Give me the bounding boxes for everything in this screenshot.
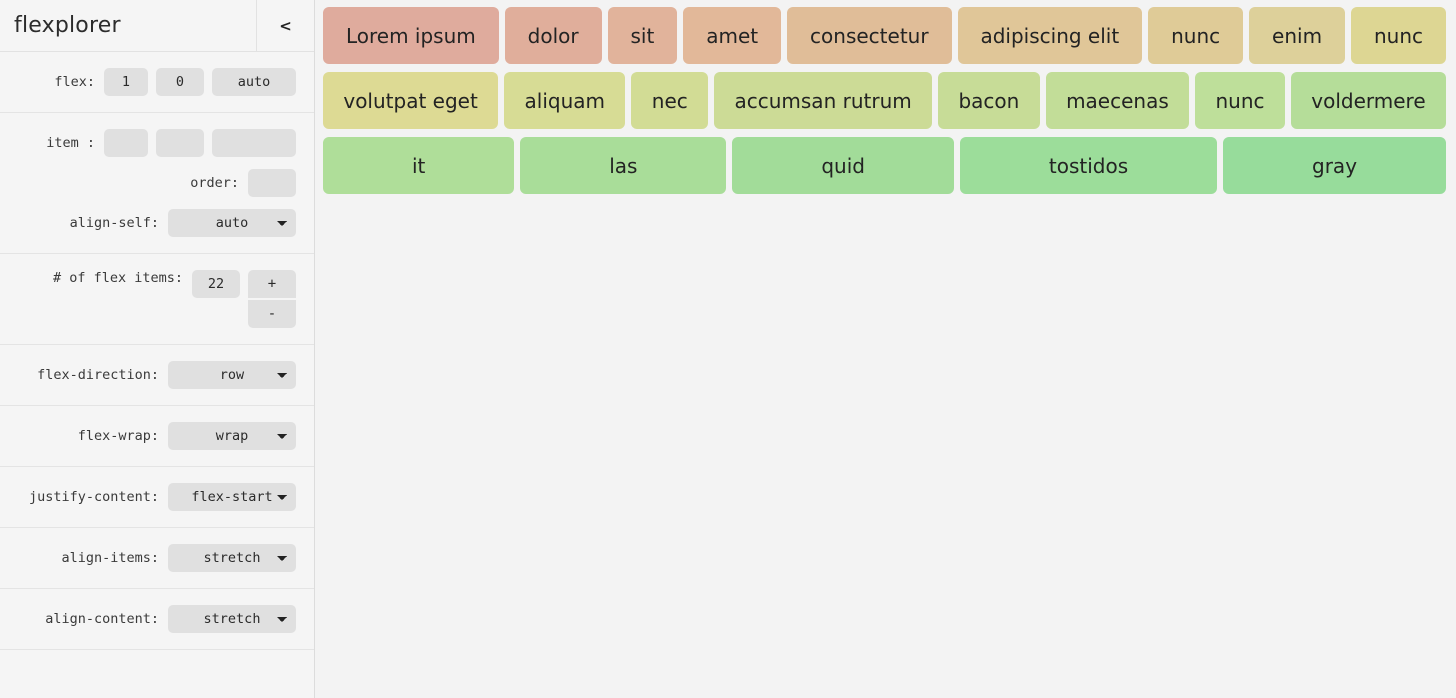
align-items-row: align-items: flex-startflex-endcenterbase… [0, 538, 314, 578]
flex-item-count-row: # of flex items: + - [0, 264, 314, 334]
order-input[interactable] [248, 169, 296, 197]
flex-item[interactable]: sit [607, 7, 678, 64]
flex-item[interactable]: Lorem ipsum [323, 7, 499, 64]
flex-item[interactable]: bacon [938, 72, 1040, 129]
flex-item-count-section: # of flex items: + - [0, 254, 314, 345]
flex-item[interactable]: tostidos [959, 137, 1218, 194]
align-content-row: align-content: flex-startflex-endcentersp… [0, 599, 314, 639]
order-label: order: [190, 175, 239, 191]
align-self-label: align-self: [69, 215, 159, 231]
flex-item[interactable]: maecenas [1045, 72, 1190, 129]
increment-items-button[interactable]: + [248, 270, 296, 298]
align-items-label: align-items: [61, 550, 159, 566]
flex-direction-select[interactable]: rowrow-reversecolumncolumn-reverse [168, 361, 296, 389]
flex-item[interactable]: consectetur [787, 7, 952, 64]
item-section: item : order: align-self: autoflex-start… [0, 113, 314, 254]
justify-content-select[interactable]: flex-startflex-endcenterspace-betweenspa… [168, 483, 296, 511]
align-content-select[interactable]: flex-startflex-endcenterspace-betweenspa… [168, 605, 296, 633]
flex-shrink-input[interactable] [156, 68, 204, 96]
flex-item[interactable]: gray [1223, 137, 1446, 194]
collapse-sidebar-button[interactable]: < [256, 0, 314, 52]
flex-direction-section: flex-direction: rowrow-reversecolumncolum… [0, 345, 314, 406]
flex-item[interactable]: dolor [504, 7, 602, 64]
justify-content-row: justify-content: flex-startflex-endcenter… [0, 477, 314, 517]
flex-item[interactable]: volutpat eget [323, 72, 499, 129]
align-content-section: align-content: flex-startflex-endcentersp… [0, 589, 314, 650]
item-basis-input[interactable] [212, 129, 296, 157]
flex-direction-row: flex-direction: rowrow-reversecolumncolum… [0, 355, 314, 395]
flex-item[interactable]: adipiscing elit [957, 7, 1143, 64]
sidebar: flexplorer < flex: item : order: [0, 0, 315, 698]
decrement-items-button[interactable]: - [248, 300, 296, 328]
flex-label: flex: [54, 74, 95, 90]
flex-item[interactable]: nunc [1148, 7, 1244, 64]
flex-shorthand-row: flex: [0, 62, 314, 102]
align-self-select[interactable]: autoflex-startflex-endcenterbaselinestre… [168, 209, 296, 237]
item-shrink-input[interactable] [156, 129, 204, 157]
flex-item[interactable]: nunc [1351, 7, 1446, 64]
justify-content-section: justify-content: flex-startflex-endcenter… [0, 467, 314, 528]
container-controls: flex-direction: rowrow-reversecolumncolum… [0, 345, 314, 650]
align-items-section: align-items: flex-startflex-endcenterbase… [0, 528, 314, 589]
flex-item-count-label: # of flex items: [52, 270, 183, 286]
flex-item[interactable]: las [520, 137, 727, 194]
flex-basis-input[interactable] [212, 68, 296, 96]
align-content-label: align-content: [45, 611, 159, 627]
justify-content-label: justify-content: [28, 489, 159, 505]
flex-direction-label: flex-direction: [37, 367, 159, 383]
flex-item[interactable]: voldermere [1290, 72, 1447, 129]
flex-item[interactable]: it [323, 137, 515, 194]
flex-item-count-stepper: + - [248, 270, 296, 328]
flex-wrap-select[interactable]: nowrapwrapwrap-reverse [168, 422, 296, 450]
order-row: order: [0, 163, 314, 203]
flex-wrap-section: flex-wrap: nowrapwrapwrap-reverse [0, 406, 314, 467]
page-title: flexplorer [14, 13, 121, 38]
flex-wrap-row: flex-wrap: nowrapwrapwrap-reverse [0, 416, 314, 456]
align-self-row: align-self: autoflex-startflex-endcenter… [0, 203, 314, 243]
sidebar-header: flexplorer < [0, 0, 314, 52]
flex-grow-input[interactable] [104, 68, 148, 96]
flex-item[interactable]: accumsan rutrum [714, 72, 933, 129]
item-label: item : [46, 135, 95, 151]
flex-item[interactable]: nec [631, 72, 709, 129]
flex-item-count-input[interactable] [192, 270, 240, 298]
flex-wrap-label: flex-wrap: [77, 428, 159, 444]
flex-item[interactable]: enim [1249, 7, 1346, 64]
flex-shorthand-section: flex: [0, 52, 314, 113]
item-row: item : [0, 123, 314, 163]
flex-item[interactable]: amet [683, 7, 782, 64]
align-items-select[interactable]: flex-startflex-endcenterbaselinestretch [168, 544, 296, 572]
flex-item[interactable]: nunc [1195, 72, 1285, 129]
flex-item[interactable]: aliquam [504, 72, 626, 129]
item-grow-input[interactable] [104, 129, 148, 157]
flex-item[interactable]: quid [732, 137, 954, 194]
